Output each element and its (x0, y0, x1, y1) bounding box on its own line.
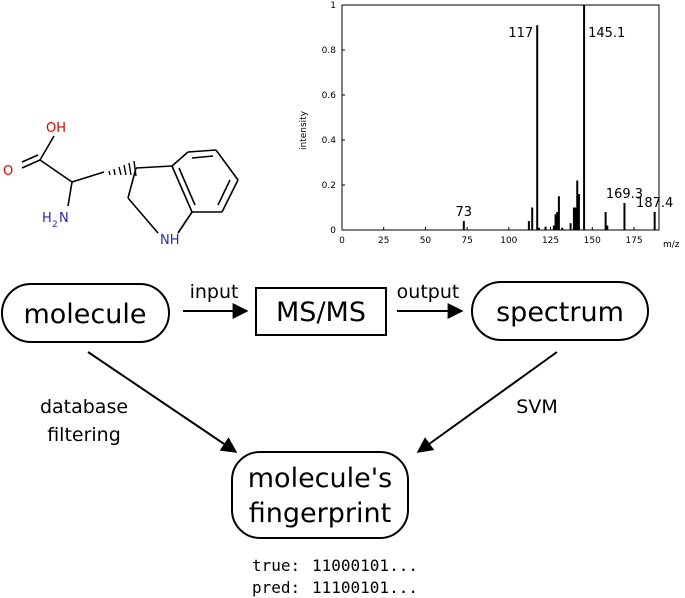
bond-c3-c3a (135, 165, 173, 169)
peak-label: 73 (456, 205, 473, 220)
chart-plot-frame (341, 4, 660, 231)
bond-c1-oh (39, 135, 55, 161)
true-label: true: (252, 556, 300, 575)
molecule-structure (21, 135, 239, 234)
bond-c3a-c4 (171, 151, 189, 167)
y-tick-label: 0.2 (322, 181, 336, 191)
y-tick-label: 0.8 (322, 46, 337, 56)
spectrum-box (471, 281, 649, 341)
fingerprint-box-label-line1: molecule's (248, 463, 393, 494)
fingerprint-box-label-line2: fingerprint (249, 498, 391, 529)
x-tick-label: 125 (542, 236, 559, 246)
bond-ca-n (67, 181, 73, 207)
bond-n1-c7a (177, 211, 193, 234)
database-label-line2: filtering (47, 424, 121, 446)
bond-c1-o-double (21, 154, 39, 163)
molecule-box (1, 283, 170, 343)
arrow-database-filtering (87, 351, 238, 453)
msms-box-label: MS/MS (276, 297, 366, 328)
bond-c1-ca (39, 159, 73, 183)
atom-label-nh: NH (160, 233, 180, 248)
x-axis-ticks: 0 25 50 75 100 125 150 175 (339, 227, 643, 246)
msms-box (255, 287, 387, 336)
flow-diagram: molecule MS/MS spectrum molecule's finge… (1, 281, 649, 539)
fingerprint-box (231, 451, 409, 539)
molecule-box-label: molecule (23, 299, 146, 330)
x-tick-label: 0 (339, 236, 345, 246)
atom-label-h: H (42, 211, 52, 226)
x-tick-label: 25 (378, 236, 389, 246)
x-tick-label: 175 (625, 236, 642, 246)
atom-label-h-subscript: 2 (52, 220, 58, 230)
input-label: input (190, 281, 239, 303)
y-axis-ticks: 0 0.2 0.4 0.6 0.8 1 (322, 1, 345, 236)
bond-c3a-c7a (171, 165, 193, 213)
database-label-line1: database (40, 396, 128, 418)
y-tick-label: 0.4 (322, 136, 337, 146)
bond-c1-o (21, 159, 41, 169)
x-tick-label: 75 (461, 236, 472, 246)
x-axis-label: m/z (663, 240, 680, 250)
output-label: output (397, 281, 460, 303)
bond-inner-2 (217, 179, 231, 206)
peak-label: 187.4 (636, 196, 673, 211)
x-tick-label: 100 (500, 236, 517, 246)
pred-value: 11100101... (312, 578, 418, 597)
y-tick-label: 0.6 (322, 91, 337, 101)
bond-c4-c5 (187, 149, 217, 153)
y-tick-label: 0 (330, 226, 336, 236)
x-tick-label: 50 (420, 236, 432, 246)
peak-label: 169.3 (606, 187, 643, 202)
fingerprint-values: true: 11000101... pred: 11100101... (252, 556, 418, 597)
bond-inner-1 (191, 155, 214, 159)
x-tick-label: 150 (584, 236, 601, 246)
bond-inner-3 (178, 167, 196, 206)
hashed-wedge-bond (108, 160, 137, 177)
peak-label: 145.1 (588, 26, 625, 41)
true-value: 11000101... (312, 556, 418, 575)
arrow-svm (416, 351, 558, 453)
bond-c6-c7 (221, 179, 239, 213)
atom-label-n: N (59, 211, 69, 226)
y-axis-label: intensity (299, 110, 309, 150)
bond-c2-n1 (127, 197, 159, 234)
svm-label: SVM (516, 396, 557, 418)
pred-label: pred: (252, 578, 300, 597)
bond-c5-c6 (215, 149, 239, 181)
atom-label-oh: OH (46, 121, 66, 136)
atom-label-o: O (3, 164, 13, 179)
spectrum-box-label: spectrum (496, 297, 624, 328)
bond-c3-c2 (127, 167, 137, 199)
spectrum-chart: 0 25 50 75 100 125 150 175 0 0.2 0.4 0.6 0.8 1 73 117… (299, 1, 680, 250)
peak-label: 117 (508, 26, 533, 41)
bond-ca-cb (71, 171, 105, 183)
y-tick-label: 1 (330, 1, 336, 11)
